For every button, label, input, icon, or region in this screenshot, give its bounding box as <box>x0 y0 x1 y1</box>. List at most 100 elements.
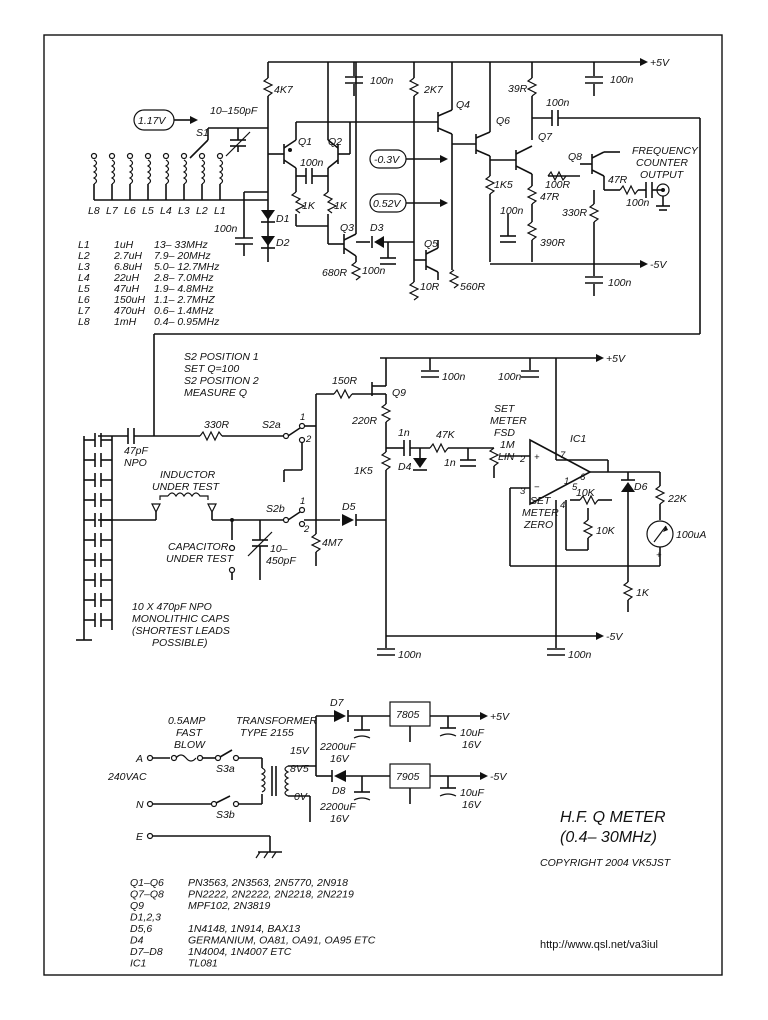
r-22k: 22K <box>667 493 688 505</box>
c-100n-b: 100n <box>300 157 324 169</box>
v-8v5: 8V5 <box>290 763 309 775</box>
psu-section: 0.5AMP FAST BLOW TRANSFORMER TYPE 2155 A… <box>107 697 510 859</box>
s2a-pin-1: 1 <box>300 412 305 423</box>
parts-desc: MPF102, 2N3819 <box>188 900 270 912</box>
c-47p-1: 47pF <box>124 445 149 457</box>
inductor-label-l5: L5 <box>142 205 154 217</box>
set-zero-2: METER <box>522 507 559 519</box>
ic1-label: IC1 <box>570 433 586 445</box>
inductor-table-0-1: 1uH <box>114 239 134 251</box>
c2200b-2: 16V <box>330 813 350 825</box>
d4-label: D4 <box>398 461 412 473</box>
inductor-table-5-1: 150uH <box>114 294 145 306</box>
cut-2: UNDER TEST <box>166 553 235 565</box>
fuse-1: 0.5AMP <box>168 715 205 727</box>
r-1k5: 1K5 <box>494 179 513 191</box>
inductor-l4: L4 <box>160 152 172 217</box>
fuse-2: FAST <box>176 727 204 739</box>
ladder-cap <box>84 453 112 467</box>
c-100n-f: 100n <box>610 74 634 86</box>
q5-label: Q5 <box>424 238 438 250</box>
pin-7: 7 <box>560 450 566 461</box>
psu-n: N <box>136 799 144 811</box>
q1-label: Q1 <box>298 136 312 148</box>
pin-1: 1 <box>564 476 569 487</box>
svg-text:+: + <box>534 452 540 463</box>
iut-1: INDUCTOR <box>160 469 216 481</box>
c2200b-1: 2200uF <box>319 801 356 813</box>
parts-ref: D7–D8 <box>130 946 163 958</box>
pin-6: 6 <box>580 472 586 483</box>
parts-desc: 1N4148, 1N914, BAX13 <box>188 923 300 935</box>
inductor-table-0-2: 13– 33MHz <box>154 239 208 251</box>
inductor-table-1-1: 2.7uH <box>113 250 142 262</box>
c-100n-a: 100n <box>370 75 394 87</box>
fuse-3: BLOW <box>174 739 206 751</box>
freq-out-1: FREQUENCY <box>632 145 699 157</box>
r-47b: 47R <box>608 174 628 186</box>
rail-pos5-top: +5V <box>650 57 670 69</box>
r-330: 330R <box>562 207 588 219</box>
c2200a-2: 16V <box>330 753 350 765</box>
d8-label: D8 <box>332 785 346 797</box>
svg-text:+: + <box>656 550 662 561</box>
ladder-cap <box>84 473 112 487</box>
varcap-2: 450pF <box>266 555 296 567</box>
inductor-l8: L8 <box>88 152 100 217</box>
voltage-117: 1.17V <box>138 115 166 127</box>
q2-label: Q2 <box>328 136 342 148</box>
q7-label: Q7 <box>538 131 553 143</box>
rail-pos5-meter: +5V <box>606 353 626 365</box>
transformer-1: TRANSFORMER <box>236 715 318 727</box>
parts-desc: GERMANIUM, OA81, OA91, OA95 ETC <box>188 935 376 947</box>
r-47a: 47R <box>540 191 560 203</box>
s2-note-4: MEASURE Q <box>184 387 247 399</box>
r-560r: 560R <box>460 281 486 293</box>
q3-label: Q3 <box>340 222 354 234</box>
ladder-cap <box>84 593 112 607</box>
inductor-table-3-1: 22uH <box>113 272 140 284</box>
c-47p-2: NPO <box>124 457 147 469</box>
set-zero-3: ZERO <box>523 519 553 531</box>
c-100n-i: 100n <box>608 277 632 289</box>
q8-label: Q8 <box>568 151 582 163</box>
c-100n-k: 100n <box>442 371 466 383</box>
c-100n-d: 100n <box>362 265 386 277</box>
d2-label: D2 <box>276 237 290 249</box>
rail-neg5-meter: -5V <box>606 631 623 643</box>
c-100n-l: 100n <box>498 371 522 383</box>
ladder-cap <box>84 533 112 547</box>
parts-ref: Q9 <box>130 900 144 912</box>
varcap-1: 10– <box>270 543 288 555</box>
parts-ref: D5,6 <box>130 923 152 935</box>
inductor-table-3-0: L4 <box>78 272 90 284</box>
r-680: 680R <box>322 267 348 279</box>
transformer-2: TYPE 2155 <box>240 727 294 739</box>
inductor-table-6-1: 470uH <box>114 305 145 317</box>
c-100n-g: 100n <box>500 205 524 217</box>
inductor-table-0-0: L1 <box>78 239 90 251</box>
page-border <box>43 34 723 976</box>
iut-2: UNDER TEST <box>152 481 221 493</box>
psu-out-neg: -5V <box>490 771 507 783</box>
c10b-2: 16V <box>462 799 482 811</box>
r-390: 390R <box>540 237 566 249</box>
inductor-label-l8: L8 <box>88 205 100 217</box>
rail-neg5-top: -5V <box>650 259 667 271</box>
copyright: COPYRIGHT 2004 VK5JST <box>540 857 672 869</box>
s2b-pin-2: 2 <box>303 524 310 535</box>
inductor-table-7-1: 1mH <box>114 316 137 328</box>
set-fsd-5: LIN <box>498 451 515 463</box>
inductor-table-4-2: 1.9– 4.8MHz <box>154 283 214 295</box>
cap-ladder <box>76 433 113 641</box>
source-url: http://www.qsl.net/va3iul <box>540 939 658 951</box>
parts-ref: Q1–Q6 <box>130 877 164 889</box>
s3b-label: S3b <box>216 809 235 821</box>
c-1n-a: 1n <box>398 427 410 439</box>
s2-note-3: S2 POSITION 2 <box>184 375 259 387</box>
caps-note-4: POSSIBLE) <box>152 637 207 649</box>
freq-out-2: COUNTER <box>636 157 688 169</box>
parts-ref: IC1 <box>130 958 146 970</box>
set-fsd-2: METER <box>490 415 527 427</box>
